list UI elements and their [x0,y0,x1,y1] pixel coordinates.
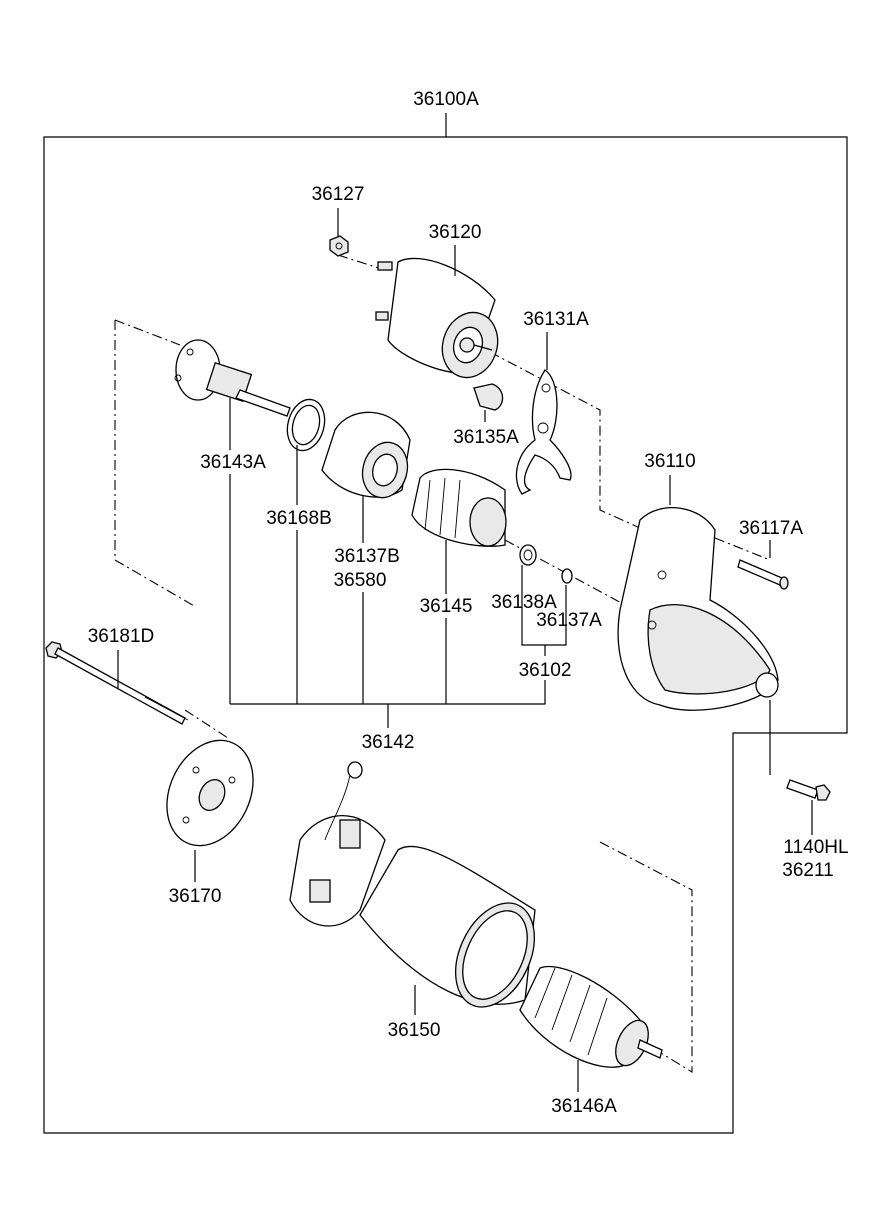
leader-lines [117,208,813,1092]
lever-part [515,369,572,495]
label-gear-set: 36142 [362,732,415,753]
label-housing-bolt: 36117A [739,518,803,539]
label-yoke: 36150 [388,1020,441,1041]
label-nut: 36127 [312,184,365,205]
plunger-part [473,383,504,411]
solenoid-part [375,257,499,379]
washer-part [286,398,326,452]
label-solenoid: 36120 [429,222,482,243]
stop-ring-part [519,544,537,566]
label-plunger: 36135A [453,427,519,448]
housing-bolt-part [737,559,789,590]
flange-bolt-part [786,779,831,801]
label-armature: 36146A [551,1096,617,1117]
assembly-boundary [43,136,848,1134]
label-gear-housing-a: 36137B [334,546,400,567]
label-snap-ring: 36137A [536,610,602,631]
label-shaft: 36143A [200,452,266,473]
brush-holder-part [289,761,386,927]
part-labels: 36100A 36127 36120 36131A 36143A 36135A … [88,89,849,1117]
front-housing-part [617,507,779,711]
label-clutch: 36145 [420,596,473,617]
label-front-housing: 36110 [644,451,695,472]
label-lever: 36131A [523,309,589,330]
snap-ring-part [561,568,573,584]
gear-housing-part [321,411,411,499]
label-rear-cover: 36170 [169,886,222,907]
armature-part [519,965,663,1068]
label-ring-set: 36102 [519,660,572,681]
shaft-part [174,339,291,417]
label-gear-housing-b: 36580 [334,570,387,591]
rear-cover-part [166,739,254,847]
label-stop-ring: 36138A [491,592,557,613]
label-assembly: 36100A [413,89,479,110]
clutch-part [411,468,507,547]
label-washer: 36168B [266,508,332,529]
yoke-part [359,845,536,1008]
label-flange-bolt-a: 1140HL [783,837,848,858]
nut-part [329,235,349,257]
label-through-bolt: 36181D [88,626,155,647]
label-flange-bolt-b: 36211 [782,860,833,881]
through-bolt-part [45,641,189,725]
